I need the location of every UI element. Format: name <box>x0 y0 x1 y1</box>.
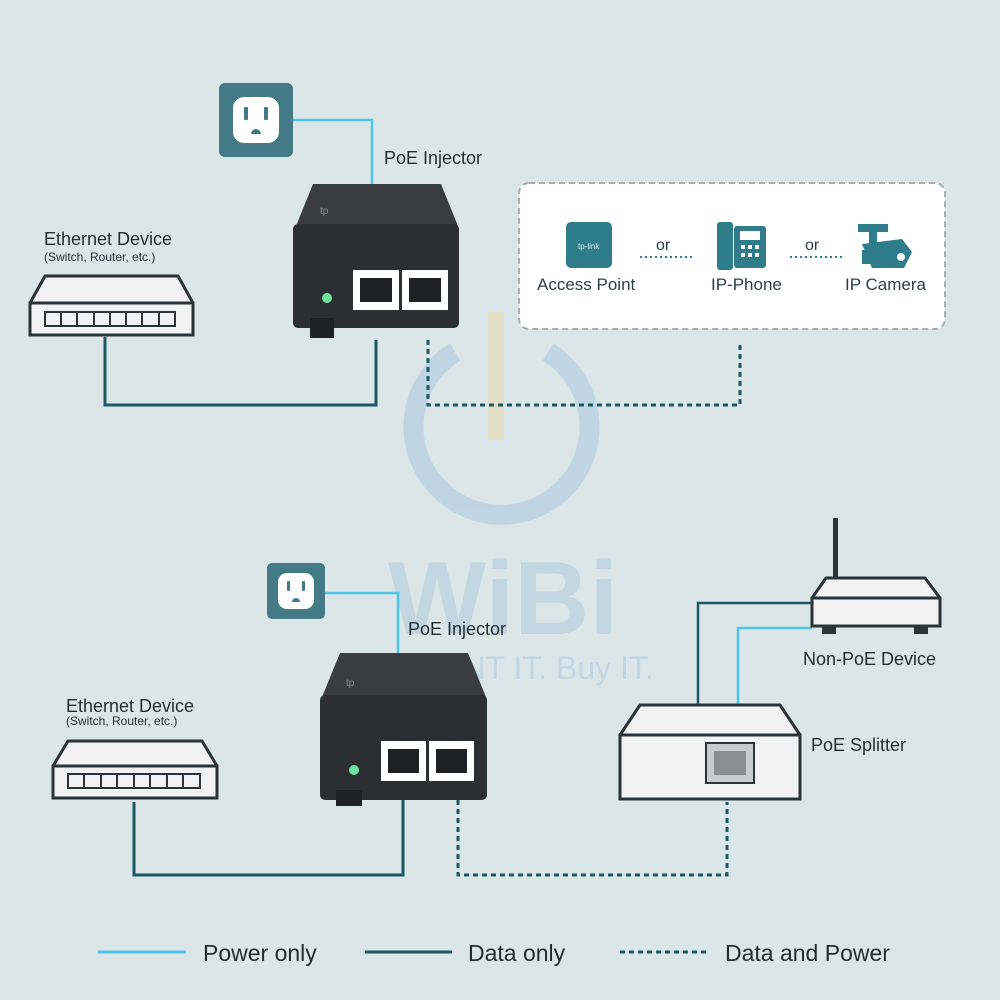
top-power-outlet-icon <box>219 83 293 157</box>
bottom-ethernet-switch-icon <box>51 739 219 800</box>
splitter-power-line <box>736 626 812 705</box>
top-ethernet-switch-icon <box>28 274 195 337</box>
non-poe-device-label: Non-PoE Device <box>803 649 937 669</box>
access-point-label: Access Point <box>537 275 636 294</box>
bottom-power-outlet-icon <box>267 563 325 619</box>
svg-text:tp: tp <box>346 678 355 689</box>
or-label-1: or <box>656 237 671 254</box>
legend-label-data-and-power: Data and Power <box>725 940 890 966</box>
ip-camera-label: IP Camera <box>845 275 926 294</box>
bottom-ethernet-label: Ethernet Device <box>66 696 195 716</box>
legend-label-data-only: Data only <box>468 940 566 966</box>
access-point-icon: tp-link <box>566 222 612 268</box>
bottom-data-power-line <box>456 800 729 877</box>
ip-phone-icon <box>717 222 766 270</box>
watermark-brand: WiBi <box>388 541 619 657</box>
svg-text:tp-link: tp-link <box>578 242 600 251</box>
bottom-ethernet-sub-label: (Switch, Router, etc.) <box>66 714 178 728</box>
ip-camera-icon <box>858 224 912 268</box>
top-injector-label: PoE Injector <box>384 148 483 168</box>
bottom-poe-injector-icon: tp <box>320 653 487 806</box>
bottom-data-line <box>132 800 405 877</box>
top-data-line <box>103 337 378 407</box>
top-ethernet-label: Ethernet Device <box>44 229 173 249</box>
or-label-2: or <box>805 237 820 254</box>
top-ethernet-sub-label: (Switch, Router, etc.) <box>44 250 156 264</box>
top-data-power-line <box>426 340 742 407</box>
ip-phone-label: IP-Phone <box>711 275 782 294</box>
bottom-injector-label: PoE Injector <box>408 619 507 639</box>
legend-label-power-only: Power only <box>203 940 317 966</box>
bottom-power-line <box>325 591 400 654</box>
splitter-data-line <box>696 601 812 705</box>
top-power-line <box>293 118 374 184</box>
poe-splitter-icon <box>618 703 802 801</box>
watermark-power-icon <box>403 312 600 525</box>
non-poe-device-icon <box>810 518 942 634</box>
poe-splitter-label: PoE Splitter <box>811 735 907 755</box>
svg-text:tp: tp <box>320 206 329 217</box>
top-poe-injector-icon: tp <box>293 184 459 338</box>
